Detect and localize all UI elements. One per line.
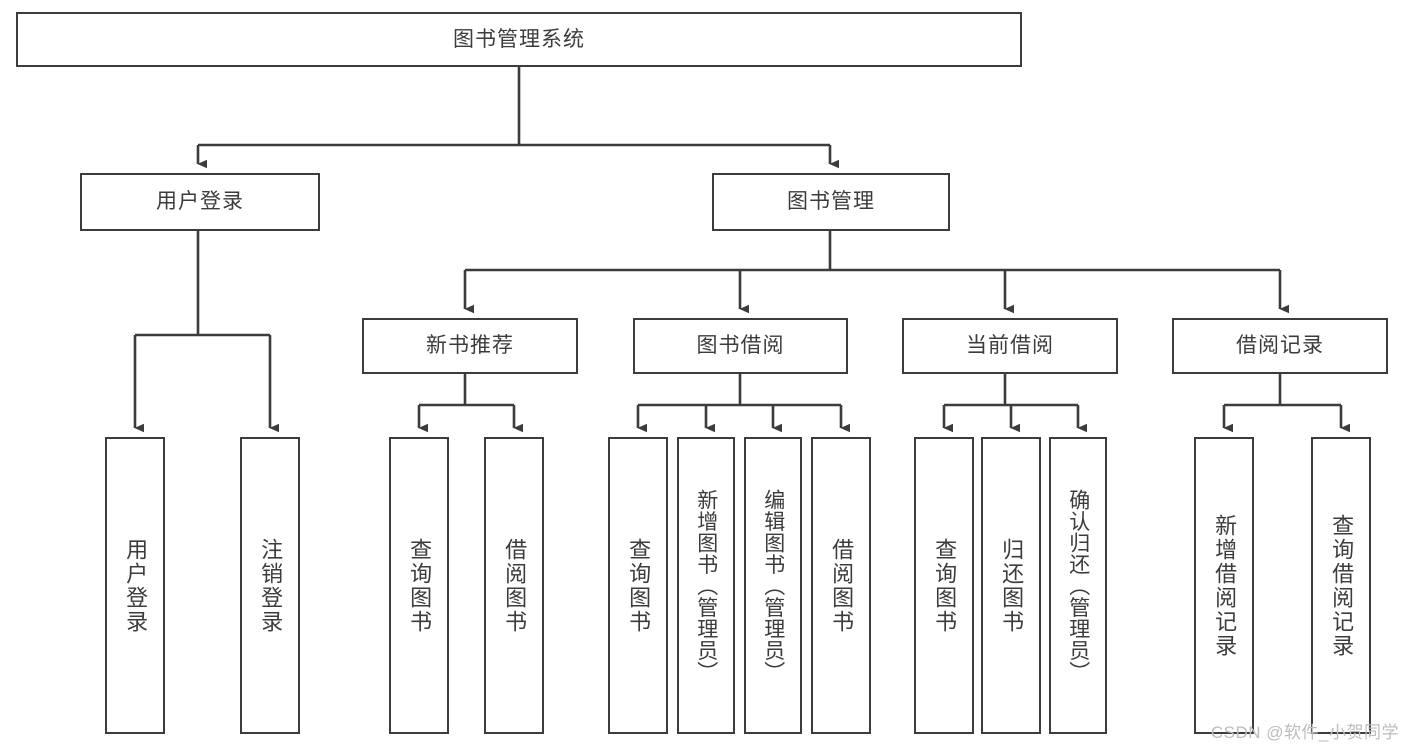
leaf-book-borrow-borrow[interactable]: 借阅图书 [811,437,871,734]
node-label: 借阅记录 [1236,334,1324,358]
node-label: 图书管理 [787,190,875,214]
leaf-book-borrow-add-admin[interactable]: 新增图书（管理员） [677,437,735,734]
node-label: 查询图书 [407,537,433,634]
node-label: 用户登录 [123,537,149,634]
node-borrow-record[interactable]: 借阅记录 [1172,318,1388,374]
node-label: 查询图书 [932,537,958,634]
node-label: 当前借阅 [966,334,1054,358]
node-new-book-recommend[interactable]: 新书推荐 [362,318,578,374]
node-label: 新书推荐 [426,334,514,358]
watermark: CSDN @软件_小贺同学 [1210,723,1399,742]
node-label: 新增借阅记录 [1212,513,1238,658]
node-book-management[interactable]: 图书管理 [712,173,950,231]
leaf-borrow-record-query[interactable]: 查询借阅记录 [1311,437,1371,734]
node-label: 图书管理系统 [453,27,585,51]
node-label: 图书借阅 [696,334,785,358]
leaf-book-borrow-query[interactable]: 查询图书 [608,437,668,734]
node-label: 新增图书（管理员） [694,488,718,683]
node-label: 确认归还（管理员） [1066,488,1090,683]
leaf-new-book-borrow[interactable]: 借阅图书 [484,437,544,734]
node-label: 归还图书 [999,537,1025,634]
node-label: 借阅图书 [502,537,528,634]
node-label: 编辑图书（管理员） [761,488,785,683]
leaf-new-book-query[interactable]: 查询图书 [389,437,449,734]
node-label: 查询图书 [626,537,652,634]
leaf-current-borrow-return[interactable]: 归还图书 [981,437,1041,734]
node-root-system[interactable]: 图书管理系统 [16,12,1022,67]
node-user-login[interactable]: 用户登录 [80,173,320,231]
node-label: 注销登录 [258,537,284,634]
leaf-book-borrow-edit-admin[interactable]: 编辑图书（管理员） [744,437,802,734]
node-book-borrow[interactable]: 图书借阅 [633,318,848,374]
node-current-borrow[interactable]: 当前借阅 [902,318,1118,374]
node-label: 查询借阅记录 [1329,513,1355,658]
node-label: 用户登录 [156,190,244,214]
leaf-user-login-login[interactable]: 用户登录 [105,437,165,734]
leaf-user-login-logout[interactable]: 注销登录 [240,437,300,734]
leaf-borrow-record-add[interactable]: 新增借阅记录 [1194,437,1254,734]
leaf-current-borrow-query[interactable]: 查询图书 [914,437,974,734]
node-label: 借阅图书 [829,537,855,634]
leaf-current-borrow-confirm-admin[interactable]: 确认归还（管理员） [1049,437,1107,734]
